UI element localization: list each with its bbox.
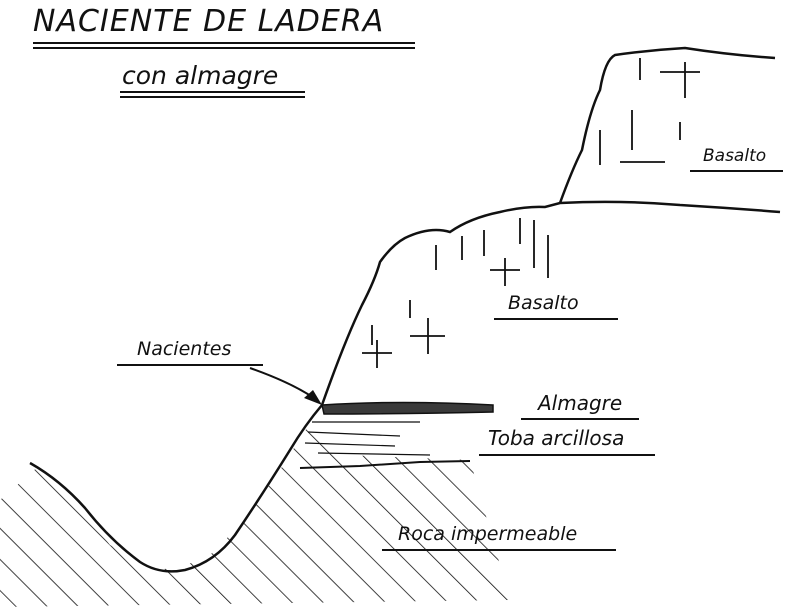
underline-basalto-upper (690, 170, 783, 172)
upper-cliff-outline (558, 46, 776, 204)
roca-impermeable-hatching (0, 420, 510, 607)
underline-toba-arcillosa (479, 454, 655, 456)
label-basalto-middle: Basalto (508, 292, 579, 314)
label-almagre: Almagre (538, 391, 623, 415)
almagre-band (321, 401, 494, 415)
label-roca-impermeable: Roca impermeable (398, 523, 578, 545)
diagram-title: NACIENTE DE LADERA (33, 4, 385, 39)
underline-nacientes (117, 364, 263, 366)
label-basalto-upper: Basalto (703, 146, 767, 166)
lower-cliff-outline (320, 200, 781, 406)
underline-basalto-middle (494, 318, 618, 320)
label-toba-arcillosa: Toba arcillosa (488, 426, 625, 450)
diagram-subtitle: con almagre (122, 61, 279, 90)
basalt-joints-lower (371, 218, 549, 345)
valley-outline (29, 404, 323, 573)
basalt-joints-upper (599, 58, 700, 165)
toba-arcillosa-layers (304, 421, 431, 456)
underline-almagre (521, 418, 639, 420)
basalt-crosses-lower (362, 258, 520, 368)
label-nacientes: Nacientes (137, 338, 232, 360)
toba-base-line (299, 460, 471, 469)
nacientes-arrow (249, 367, 322, 405)
underline-roca-impermeable (382, 549, 616, 551)
title-underlines (33, 42, 415, 98)
